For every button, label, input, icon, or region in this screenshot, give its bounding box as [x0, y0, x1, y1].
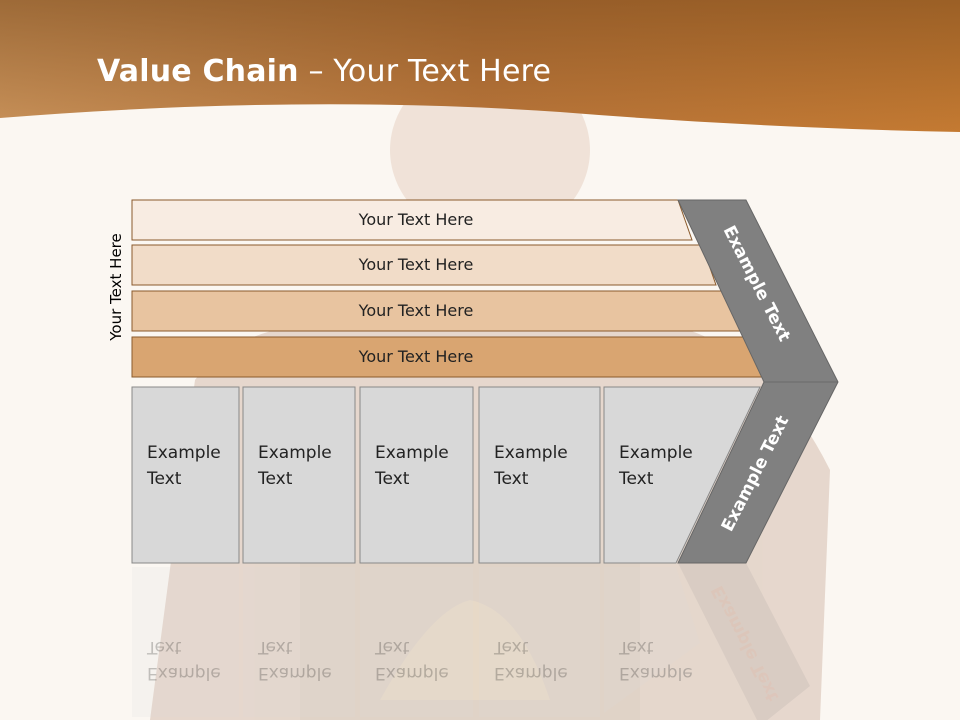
box-reflection	[479, 567, 600, 717]
box-reflection	[132, 567, 239, 717]
reflection-line1: Example	[147, 663, 221, 683]
bar-label: Your Text Here	[358, 347, 474, 366]
reflection-line2: Text	[146, 637, 182, 657]
box-shape	[478, 386, 601, 564]
box-shape	[603, 386, 761, 564]
bar-2: Your Text Here	[131, 244, 717, 286]
reflection-line2: Text	[493, 637, 529, 657]
reflection-line2: Text	[257, 637, 293, 657]
box-label-line2: Text	[374, 469, 410, 489]
box-label-line2: Text	[493, 469, 529, 489]
title-rest: – Your Text Here	[298, 54, 552, 89]
box-label-line1: Example	[619, 443, 693, 463]
bar-label: Your Text Here	[358, 301, 474, 320]
box-label-line1: Example	[375, 443, 449, 463]
box-text-reflection: Example Text	[146, 637, 221, 683]
reflection-line1: Example	[258, 663, 332, 683]
reflection-line1: Example	[619, 663, 693, 683]
bar-3: Your Text Here	[131, 290, 741, 332]
reflection-layer: ExampleTextExampleTextExampleTextExample…	[132, 563, 810, 720]
box-reflection	[360, 567, 473, 717]
bar-shape	[131, 199, 693, 241]
box-label-line1: Example	[147, 443, 221, 463]
bar-label: Your Text Here	[358, 210, 474, 229]
box-reflection	[243, 567, 355, 717]
box-label-line2: Text	[257, 469, 293, 489]
box-text-reflection: Example Text	[374, 637, 449, 683]
box-text-reflection: Example Text	[618, 637, 693, 683]
box-label-line2: Text	[146, 469, 182, 489]
reflection-line2: Text	[374, 637, 410, 657]
reflection-line1: Example	[494, 663, 568, 683]
bar-1: Your Text Here	[131, 199, 693, 241]
boxes-layer: ExampleTextExampleTextExampleTextExample…	[131, 386, 761, 564]
box-shape	[242, 386, 356, 564]
bar-shape	[131, 244, 717, 286]
box-shape	[131, 386, 240, 564]
bar-label: Your Text Here	[358, 255, 474, 274]
title-bold: Value Chain	[97, 54, 299, 89]
box-text-reflection: Example Text	[257, 637, 332, 683]
bar-4: Your Text Here	[131, 336, 765, 378]
reflection-line1: Example	[375, 663, 449, 683]
box-label-line1: Example	[494, 443, 568, 463]
box-reflection	[604, 567, 700, 713]
box-label-line2: Text	[618, 469, 654, 489]
reflection-line2: Text	[618, 637, 654, 657]
box-label-line1: Example	[258, 443, 332, 463]
page-title: Value Chain – Your Text Here	[97, 54, 551, 89]
box-shape	[359, 386, 474, 564]
box-text-reflection: Example Text	[493, 637, 568, 683]
